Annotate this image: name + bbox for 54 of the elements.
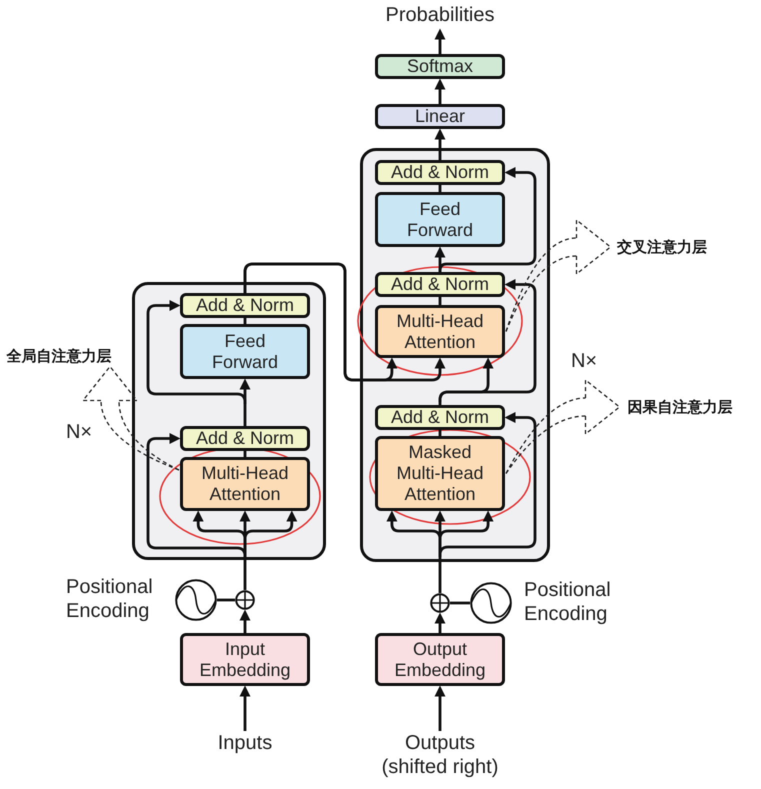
arrow [434,612,446,633]
arrow [434,128,446,160]
layer-box: Add & Norm [375,405,505,430]
arrow [146,433,246,558]
caption-text: Positional Encoding [66,575,154,624]
io-label: Outputs (shifted right) [375,731,505,781]
caption-text: Positional Encoding [524,578,612,627]
connector-line [244,318,246,324]
io-label: Probabilities [370,3,510,29]
arrow [438,412,536,558]
connector-line [438,402,442,405]
arrow [434,78,446,104]
plus-icon [430,593,450,613]
layer-box: Softmax [375,54,505,79]
connector-line [244,558,246,590]
annotation-label: 因果自注意力层 [619,396,741,418]
arrow [146,300,246,404]
layer-box: Masked Multi-Head Attention [375,436,505,511]
layer-box: Feed Forward [180,324,310,379]
arrow [434,686,446,731]
stack-panel [360,148,550,562]
layer-box: Linear [375,104,505,129]
annotation-label: 交叉注意力层 [610,236,714,258]
arrow [438,279,536,402]
io-label: Inputs [200,731,290,757]
connector-line [438,557,442,593]
layer-box: Feed Forward [375,192,505,247]
layer-box: Add & Norm [375,272,505,297]
connector-line [438,430,442,436]
connector-line [450,602,470,604]
plus-icon [235,590,255,610]
repeat-count-label: N× [570,349,598,374]
repeat-count-label: N× [64,420,94,445]
arrow [244,262,446,382]
annotation-label: 全局自注意力层 [2,345,116,367]
layer-box: Add & Norm [180,426,310,451]
connector-line [217,598,235,602]
arrow [240,686,250,731]
connector-line [438,297,442,305]
layer-box: Input Embedding [180,633,310,686]
layer-box: Add & Norm [180,293,310,318]
layer-box: Multi-Head Attention [375,305,505,358]
connector-line [438,185,442,192]
sine-wave-icon [175,579,217,621]
connector-line [244,451,246,457]
layer-box: Add & Norm [375,160,505,185]
sine-wave-icon [470,582,512,624]
arrow [438,167,536,272]
connector-line [244,404,246,426]
arrow [434,28,446,54]
arrow [240,610,250,633]
layer-box: Output Embedding [375,633,505,686]
layer-box: Multi-Head Attention [180,457,310,511]
stack-panel [132,282,326,560]
